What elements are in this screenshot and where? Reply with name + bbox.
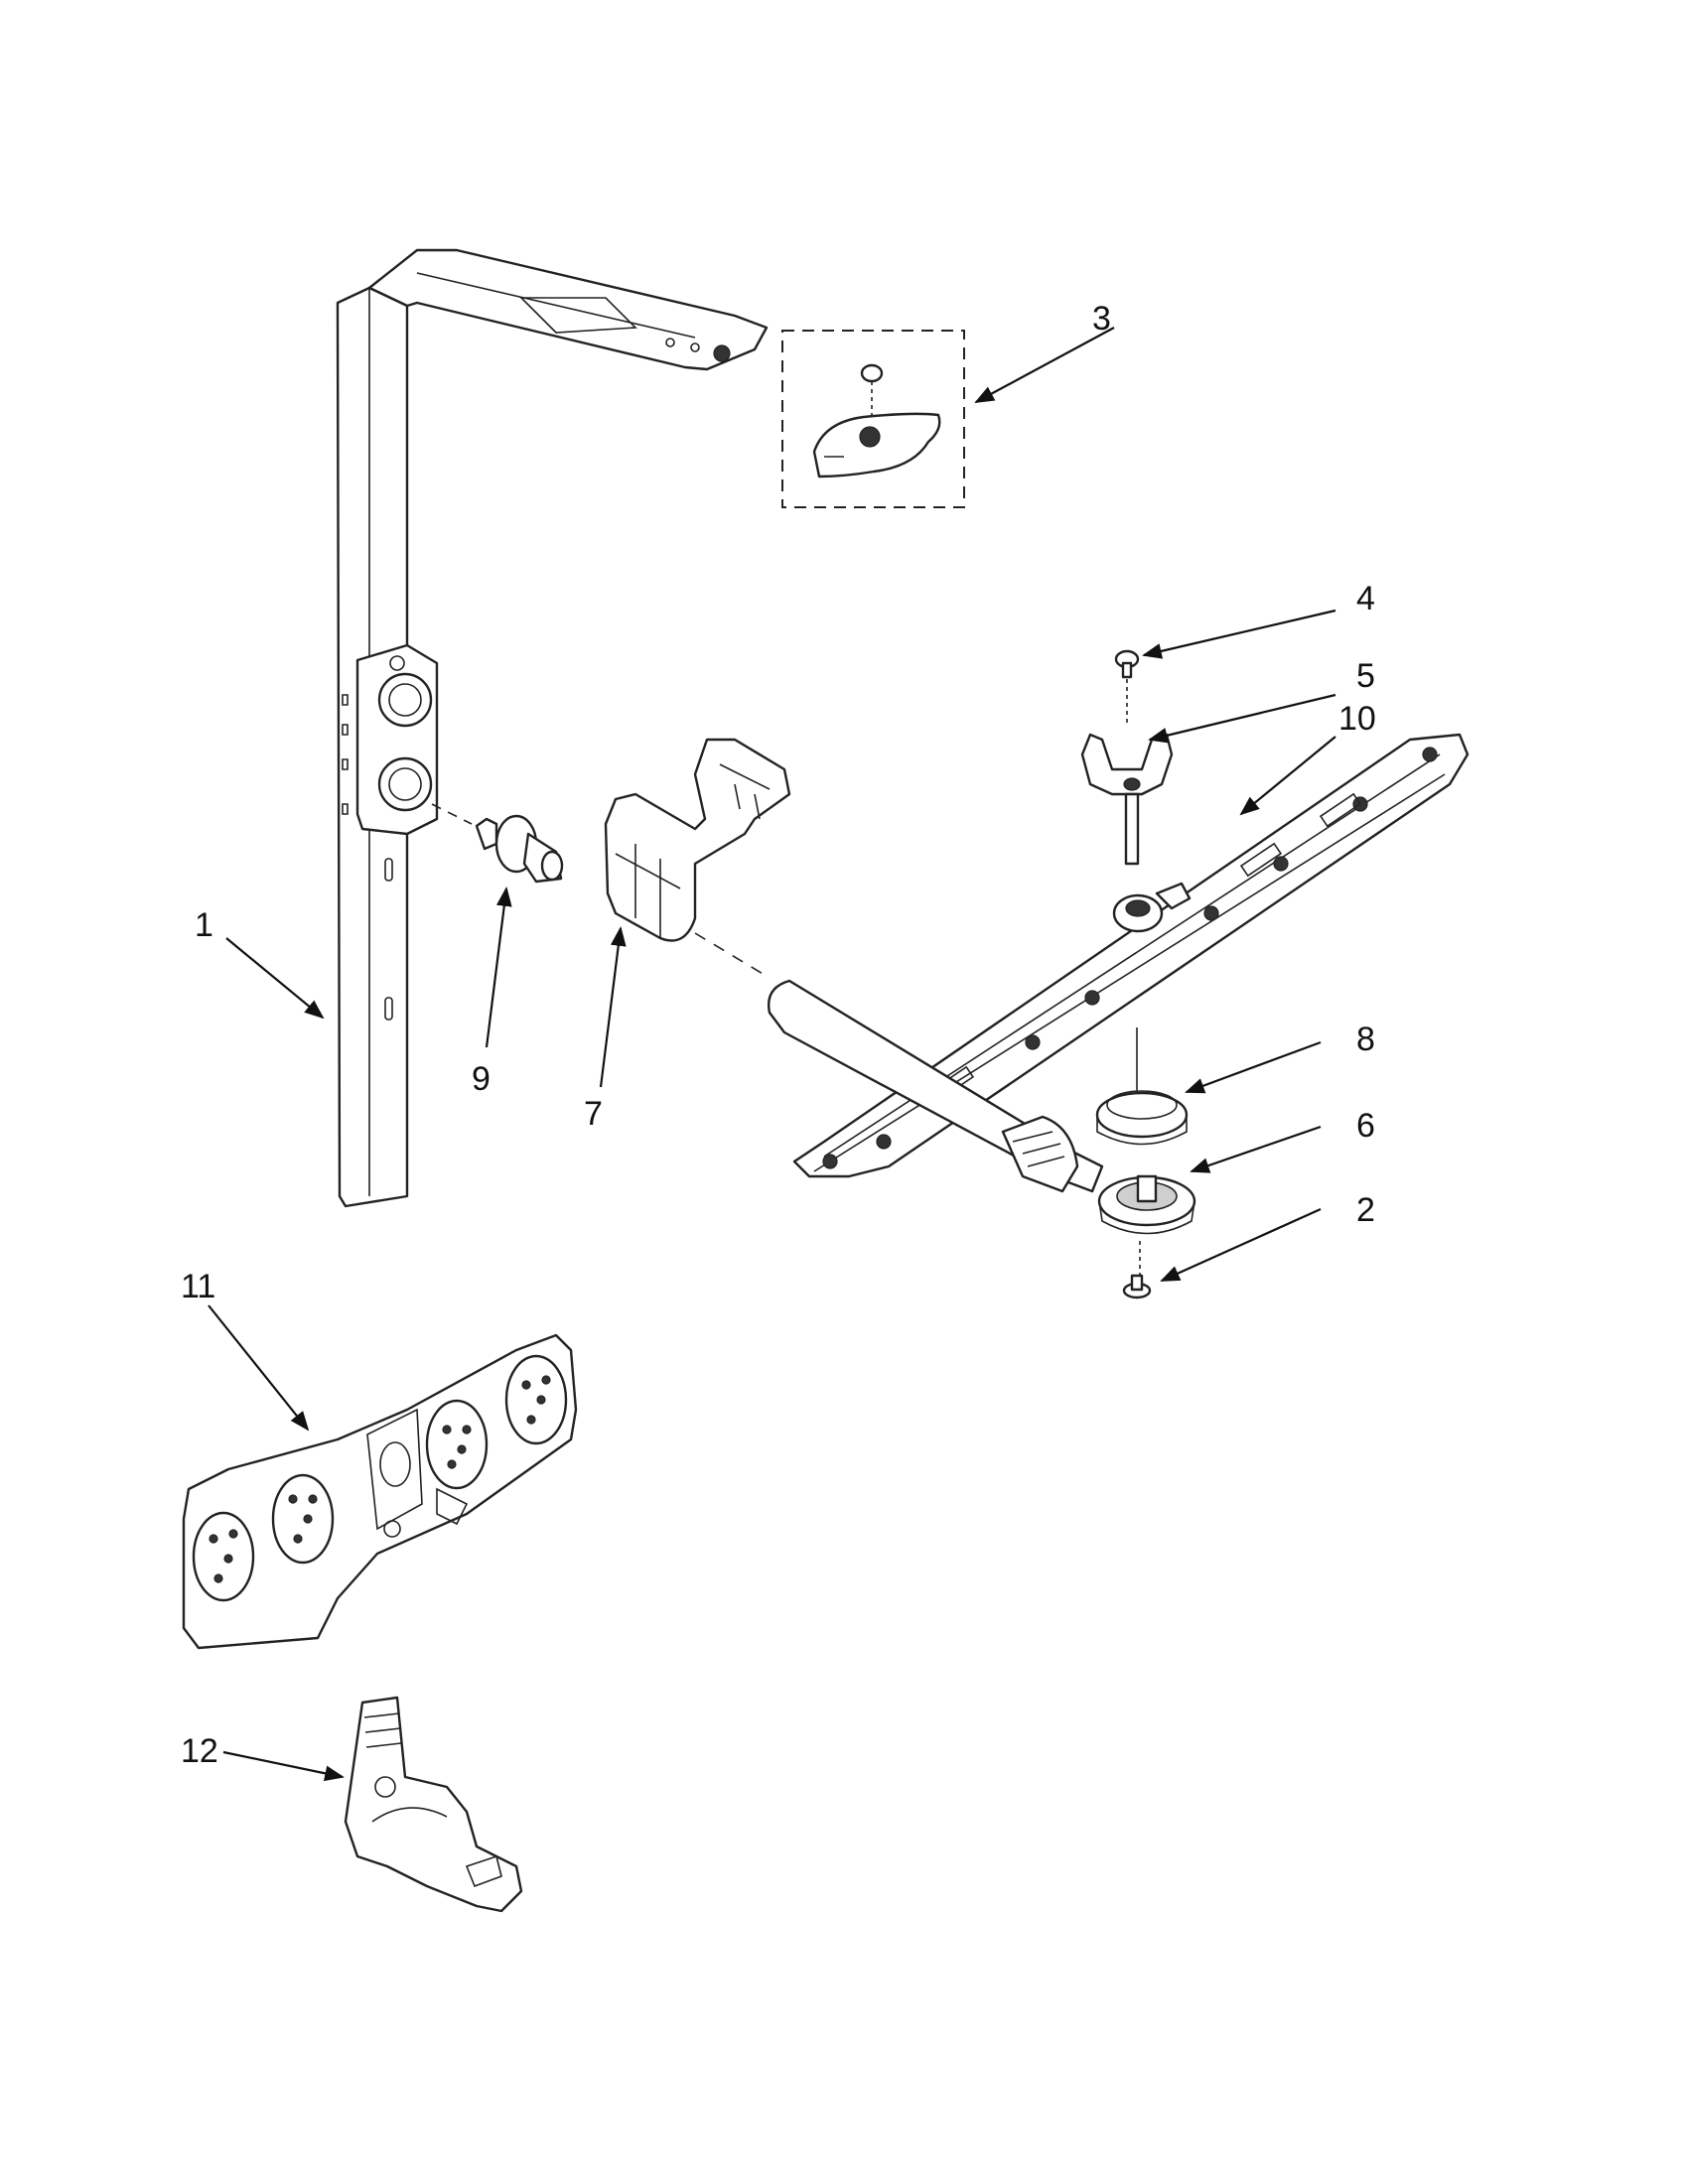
callout-3: 3: [1092, 300, 1111, 338]
part-1-supply-tube: [338, 250, 767, 1206]
part-5-bearing: [1082, 735, 1172, 864]
callout-leaders: [208, 327, 1336, 1782]
part-12-connector: [346, 1698, 521, 1911]
spray-arm-manifold-tube: [769, 981, 1102, 1191]
callout-labels: 1 2 3 4 5 6 7 8 9 10 11 12: [181, 300, 1376, 1770]
callout-8: 8: [1356, 1021, 1375, 1058]
part-6-hub: [1099, 1176, 1194, 1234]
callout-10: 10: [1338, 700, 1376, 738]
callout-12: 12: [181, 1732, 218, 1770]
callout-5: 5: [1356, 657, 1375, 695]
callout-4: 4: [1356, 580, 1375, 617]
part-9-nozzle: [432, 804, 562, 882]
callout-2: 2: [1356, 1191, 1375, 1229]
part-2-screw: [1124, 1241, 1150, 1297]
part-3-clip-assembly: [782, 331, 964, 507]
callout-7: 7: [584, 1095, 603, 1133]
callout-1: 1: [195, 906, 213, 944]
part-4-screw: [1116, 651, 1138, 725]
part-11-manifold: [184, 1335, 576, 1648]
manifold-nozzle-dots: [210, 1376, 550, 1582]
callout-9: 9: [472, 1060, 491, 1098]
part-8-seal-ring: [1097, 1027, 1187, 1145]
callout-6: 6: [1356, 1107, 1375, 1145]
part-7-bracket: [606, 740, 789, 978]
callout-11: 11: [181, 1268, 215, 1305]
